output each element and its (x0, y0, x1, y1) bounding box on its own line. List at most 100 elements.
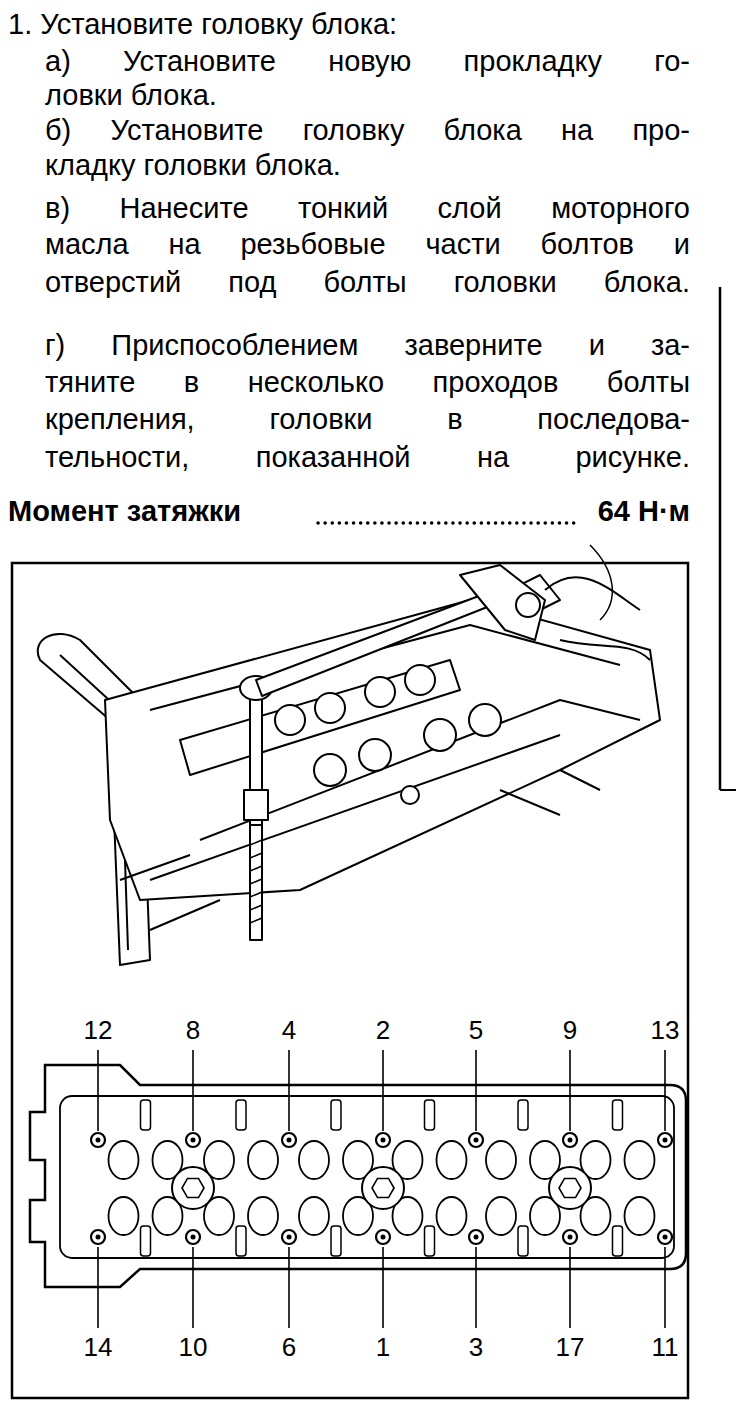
valve-opening (109, 1197, 139, 1235)
rocker-bar (425, 1226, 435, 1256)
leader-line (288, 1247, 290, 1328)
rocker-bar (331, 1226, 341, 1256)
bolt-center (663, 1235, 668, 1240)
torque-value: 64 Н·м (598, 496, 690, 528)
valve-spring (469, 704, 501, 736)
bolt-center (287, 1235, 292, 1240)
spark-plug-well (549, 1167, 591, 1209)
rocker-bar (236, 1226, 246, 1256)
head-bolt (376, 1133, 390, 1147)
callout-number: 17 (556, 1333, 585, 1362)
callout-number: 3 (469, 1333, 483, 1362)
heading: 1. Установите головку блока: (8, 9, 397, 41)
dot-leader (318, 521, 574, 525)
leader-line (475, 1050, 477, 1131)
valve-opening (299, 1197, 329, 1235)
bolt-center (663, 1138, 668, 1143)
instruction-line: а) Установите новую прокладку го- (45, 46, 690, 78)
head-bolt (91, 1133, 105, 1147)
wrench-handle (256, 588, 505, 696)
head-bolt (282, 1133, 296, 1147)
head-bolt (469, 1133, 483, 1147)
valve-spring (359, 739, 391, 771)
spark-plug-well (172, 1167, 214, 1209)
bolt-center (568, 1138, 573, 1143)
rocker-bar (518, 1226, 528, 1256)
column-rule (720, 789, 736, 791)
figure-frame (12, 563, 688, 1398)
leader-line (569, 1247, 571, 1328)
leader-line (475, 1247, 477, 1328)
tightening-sequence-diagram (30, 1050, 686, 1328)
spark-plug (559, 1178, 581, 1197)
valve-spring (275, 705, 305, 735)
callout-number: 11 (652, 1333, 679, 1362)
rocker-bar (613, 1100, 623, 1130)
valve-spring (405, 665, 435, 695)
stud (500, 790, 560, 815)
instruction-line: в) Нанесите тонкий слой моторного (45, 193, 690, 225)
leader-line (97, 1050, 99, 1131)
leader-line (97, 1247, 99, 1328)
head-bolt (91, 1230, 105, 1244)
callout-number: 9 (563, 1016, 577, 1045)
hand (545, 577, 650, 660)
callout-number: 2 (376, 1016, 390, 1045)
rocker-bar (613, 1226, 623, 1256)
leader-line (382, 1050, 384, 1131)
bolt-center (191, 1235, 196, 1240)
callout-number: 4 (282, 1016, 296, 1045)
instruction-line: тяните в несколько проходов болты (45, 367, 690, 399)
leader-line (382, 1247, 384, 1328)
rocker-bar (141, 1226, 151, 1256)
bolt-center (96, 1235, 101, 1240)
leader-line (664, 1247, 666, 1328)
valve-opening (486, 1141, 516, 1179)
head-bolt (250, 825, 262, 940)
stud (150, 900, 220, 930)
callout-number: 12 (84, 1016, 113, 1045)
valve-spring (365, 677, 395, 707)
valve-opening (437, 1197, 467, 1235)
instruction-line: кладку головки блока. (45, 150, 341, 182)
head-bolt (563, 1230, 577, 1244)
valve-opening (437, 1141, 467, 1179)
hand (590, 545, 612, 620)
instruction-line: отверстий под болты головки блока. (45, 267, 690, 299)
bolt-center (96, 1138, 101, 1143)
instruction-line: крепления, головки в последова- (45, 404, 690, 436)
valve-opening (109, 1141, 139, 1179)
bolt-center (381, 1138, 386, 1143)
valve-opening (248, 1197, 278, 1235)
callout-number: 6 (282, 1333, 296, 1362)
valve-opening (486, 1197, 516, 1235)
callout-number: 8 (186, 1016, 200, 1045)
callout-number: 13 (651, 1016, 680, 1045)
leader-line (664, 1050, 666, 1131)
torque-wrench-illustration (38, 545, 660, 965)
callout-number: 10 (179, 1333, 208, 1362)
rocker-bar (425, 1100, 435, 1130)
bolt-center (287, 1138, 292, 1143)
spark-plug (372, 1178, 394, 1197)
torque-label: Момент затяжки (8, 496, 241, 528)
instruction-line: б) Установите головку блока на про- (45, 115, 690, 147)
callout-number: 1 (376, 1333, 390, 1362)
torque-gauge (516, 593, 540, 617)
leader-line (192, 1247, 194, 1328)
instruction-line: ловки блока. (45, 80, 217, 112)
bolt-center (191, 1138, 196, 1143)
valve-opening (625, 1197, 655, 1235)
rocker-bar (518, 1100, 528, 1130)
rocker-bar (331, 1100, 341, 1130)
valve-opening (248, 1141, 278, 1179)
stud (560, 770, 600, 790)
head-bolt (658, 1133, 672, 1147)
callout-number: 5 (469, 1016, 483, 1045)
valve-opening (299, 1141, 329, 1179)
leader-line (192, 1050, 194, 1131)
rocker-bar (236, 1100, 246, 1130)
head-bolt (658, 1230, 672, 1244)
valve-spring (424, 719, 456, 751)
